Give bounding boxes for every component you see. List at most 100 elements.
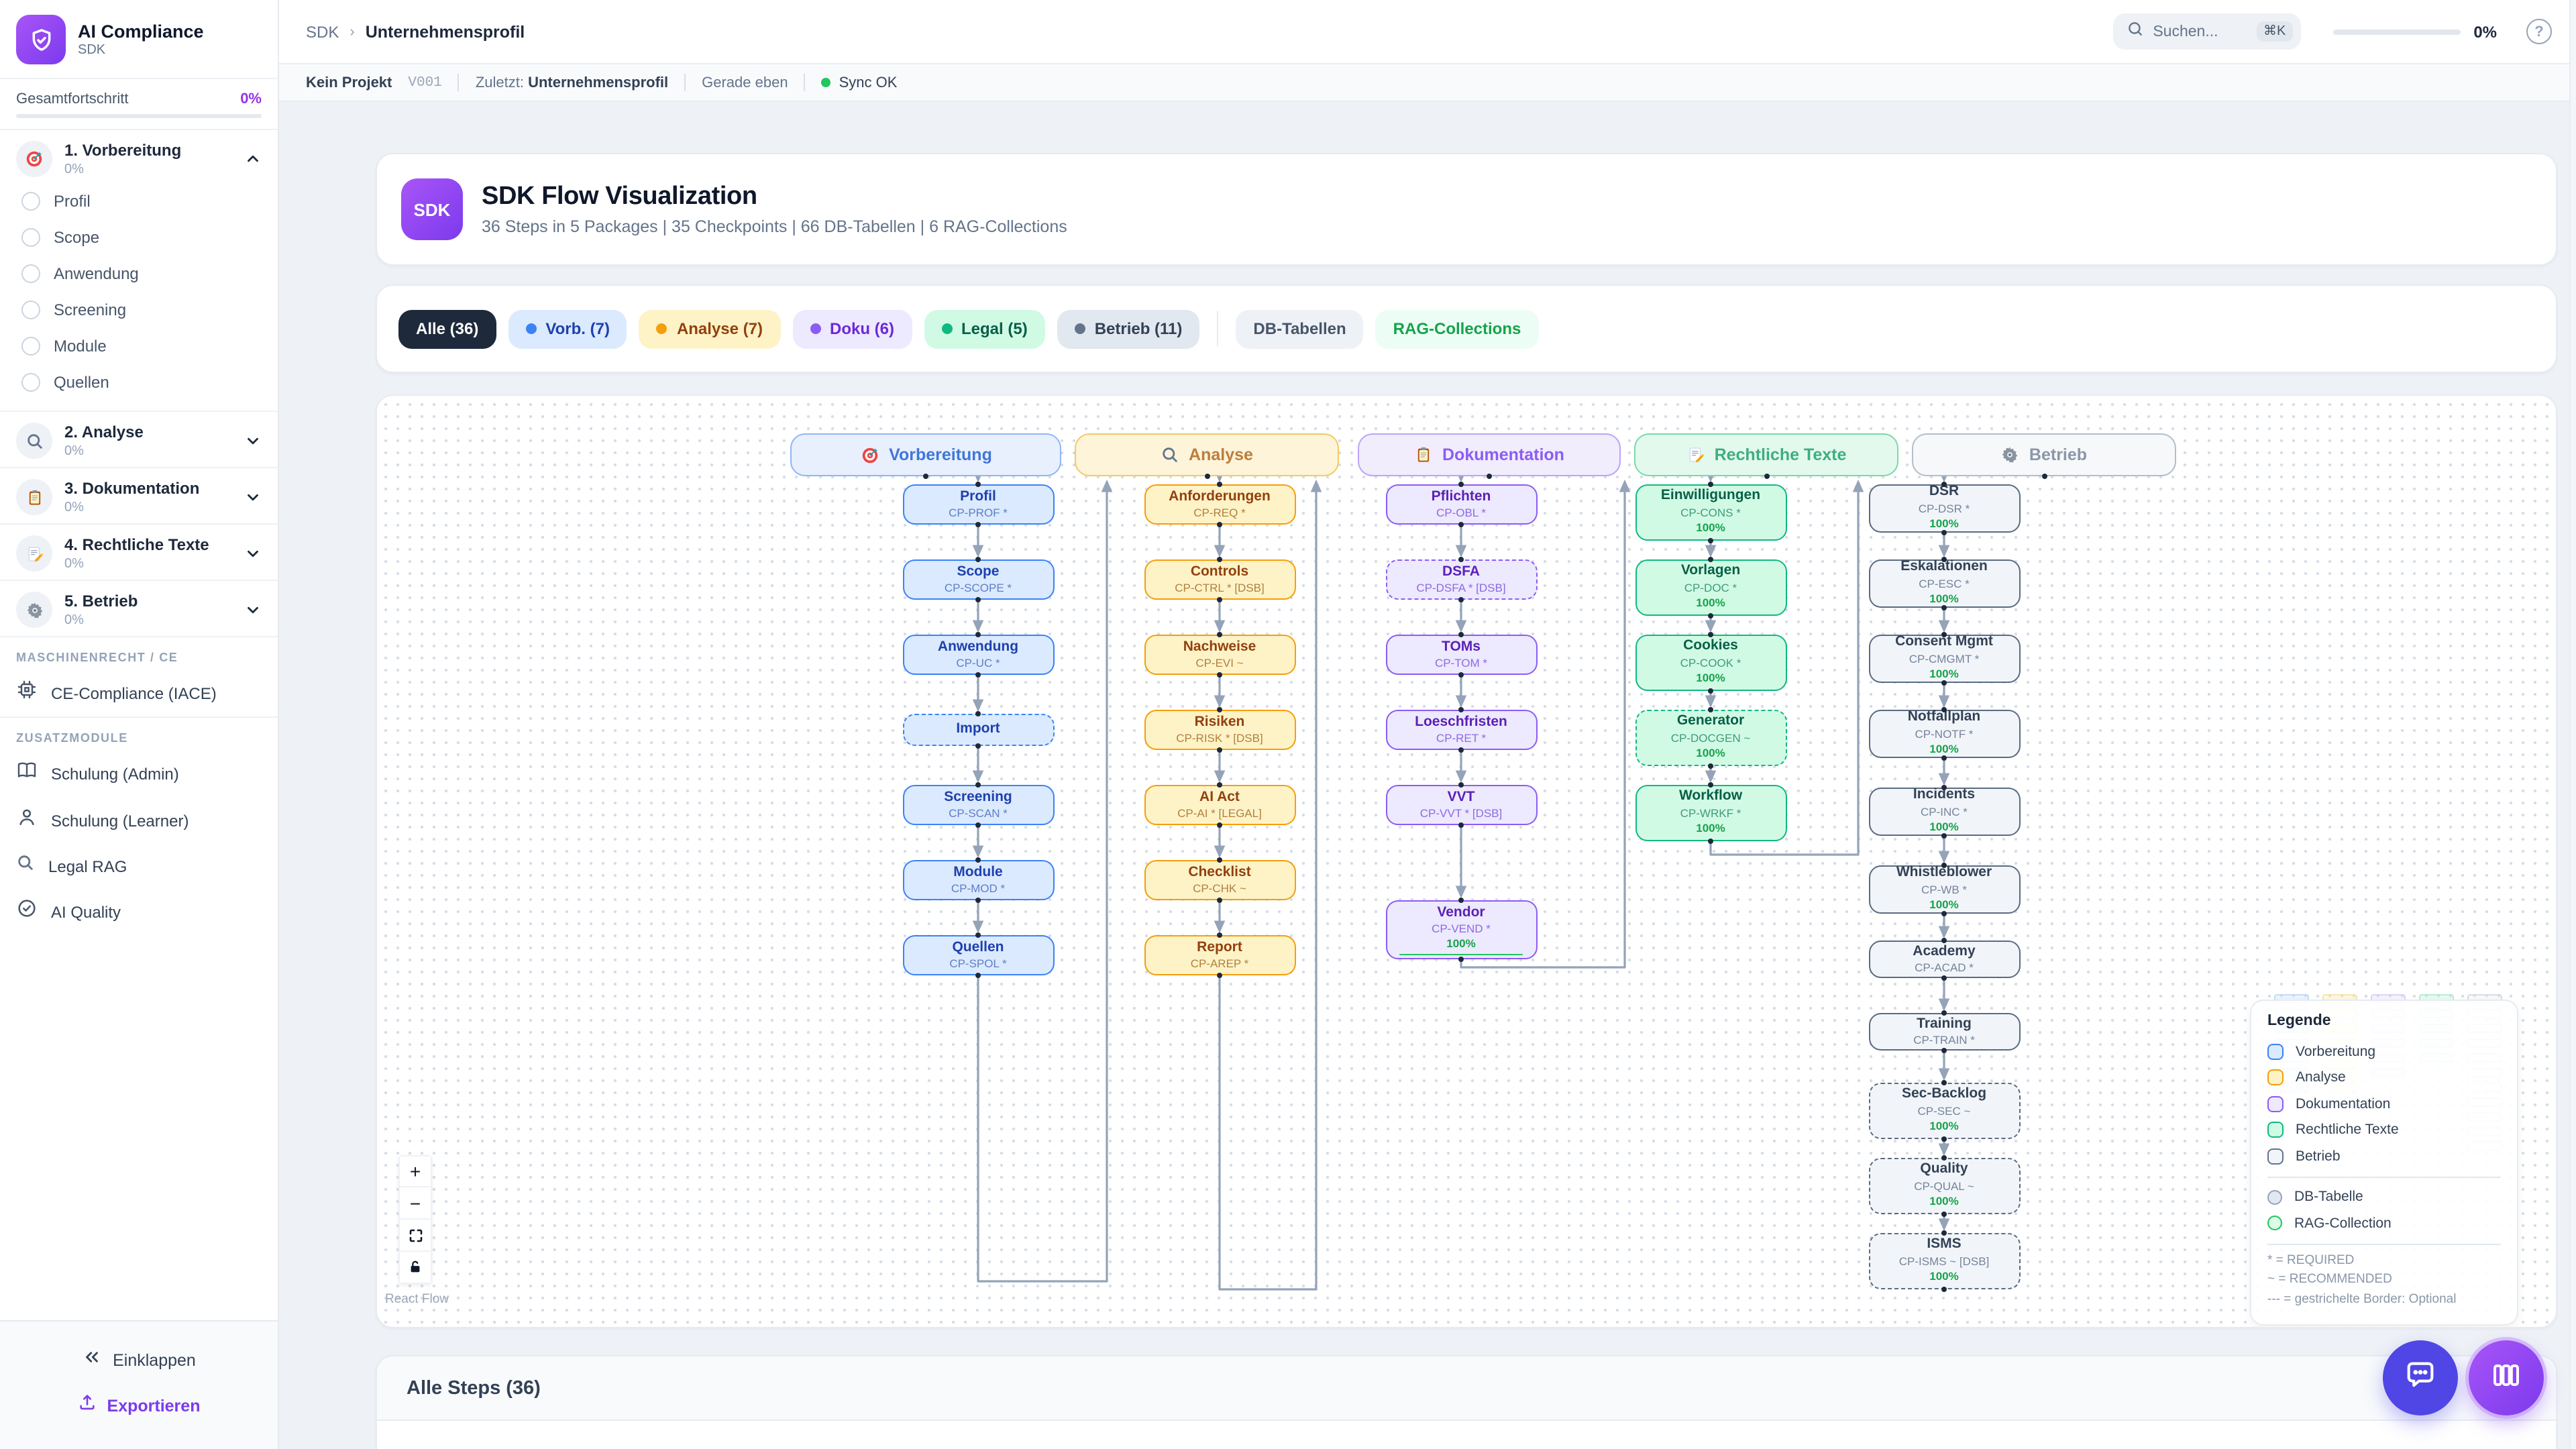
memo-icon xyxy=(16,535,52,572)
filter-chip-analyse-7-[interactable]: Analyse (7) xyxy=(639,309,780,348)
collapse-sidebar-button[interactable]: Einklappen xyxy=(0,1338,278,1383)
flow-group-vorbereitung[interactable]: Vorbereitung xyxy=(790,433,1061,479)
sidebar-item-screening[interactable]: Screening xyxy=(16,291,262,327)
filter-chip-db-tabellen[interactable]: DB-Tabellen xyxy=(1236,309,1364,348)
filter-bar: Alle (36) Vorb. (7) Analyse (7) Doku (6) Leg… xyxy=(376,284,2557,373)
legend-item-dokumentation: Dokumentation xyxy=(2267,1091,2501,1117)
flow-group-analyse[interactable]: Analyse xyxy=(1075,433,1339,479)
page-scrollbar[interactable] xyxy=(2569,0,2576,1449)
sidebar-item-schulung-admin-[interactable]: Schulung (Admin) xyxy=(0,750,278,797)
sidebar-item-scope[interactable]: Scope xyxy=(16,219,262,255)
flow-group-dokumentation[interactable]: Dokumentation xyxy=(1358,433,1621,479)
filter-chip-betrieb-11-[interactable]: Betrieb (11) xyxy=(1057,309,1200,348)
sidebar-item-anwendung[interactable]: Anwendung xyxy=(16,255,262,291)
sync-status: Sync OK xyxy=(821,74,897,91)
help-icon[interactable]: ? xyxy=(2526,19,2552,44)
flow-node-import[interactable]: Import xyxy=(902,711,1054,749)
sidebar-item-ce-compliance[interactable]: CE-Compliance (IACE) xyxy=(0,669,278,716)
node-title: Training xyxy=(1917,1015,1972,1032)
node-code: CP-VVT * [DSB] xyxy=(1419,806,1503,820)
sidebar-item-legal-rag[interactable]: Legal RAG xyxy=(0,844,278,888)
node-title: TOMs xyxy=(1442,638,1481,655)
node-title: Quellen xyxy=(952,938,1004,955)
sidebar-item-profil[interactable]: Profil xyxy=(16,182,262,219)
filter-chip-alle-36-[interactable]: Alle (36) xyxy=(398,309,496,348)
section-label: 2. Analyse xyxy=(64,423,144,442)
flow-group-rechtliche-texte[interactable]: Rechtliche Texte xyxy=(1634,433,1898,479)
panels-fab-button[interactable] xyxy=(2469,1340,2544,1415)
sidebar-item-label: Anwendung xyxy=(54,264,139,282)
breadcrumb-sdk[interactable]: SDK xyxy=(306,22,339,41)
flow-group-betrieb[interactable]: Betrieb xyxy=(1912,433,2176,479)
section-label: 4. Rechtliche Texte xyxy=(64,535,209,555)
target-icon xyxy=(859,445,879,465)
filter-chip-doku-6-[interactable]: Doku (6) xyxy=(792,309,912,348)
node-title: Quality xyxy=(1920,1161,1968,1177)
search-input[interactable]: Suchen... ⌘K xyxy=(2112,13,2301,50)
zoom-out-button[interactable]: − xyxy=(398,1187,432,1220)
lock-button[interactable] xyxy=(398,1252,432,1284)
target-icon xyxy=(16,141,52,177)
filter-chip-legal-5-[interactable]: Legal (5) xyxy=(924,309,1045,348)
sidebar-item-ai-quality[interactable]: AI Quality xyxy=(0,888,278,935)
node-progress-value: 100% xyxy=(1446,936,1476,951)
export-button[interactable]: Exportieren xyxy=(0,1383,278,1428)
node-code: CP-CMGMT * xyxy=(1909,651,1980,665)
filter-chip-vorb-7-[interactable]: Vorb. (7) xyxy=(508,309,627,348)
flow-group-label: Rechtliche Texte xyxy=(1714,445,1847,464)
chevron-down-icon xyxy=(244,545,262,562)
fit-view-button[interactable] xyxy=(398,1220,432,1252)
zoom-in-button[interactable]: + xyxy=(398,1155,432,1187)
legend-item-analyse: Analyse xyxy=(2267,1065,2501,1091)
section-progress: 0% xyxy=(64,556,84,572)
sidebar-item-quellen[interactable]: Quellen xyxy=(16,364,262,400)
steps-panel-body xyxy=(377,1421,2556,1449)
overall-progress-label: Gesamtfortschritt xyxy=(16,91,129,107)
filter-chip-rag-collections[interactable]: RAG-Collections xyxy=(1375,309,1539,348)
chat-fab-button[interactable] xyxy=(2383,1340,2458,1415)
sidebar-item-schulung-learner-[interactable]: Schulung (Learner) xyxy=(0,797,278,844)
sidebar-item-module[interactable]: Module xyxy=(16,327,262,364)
